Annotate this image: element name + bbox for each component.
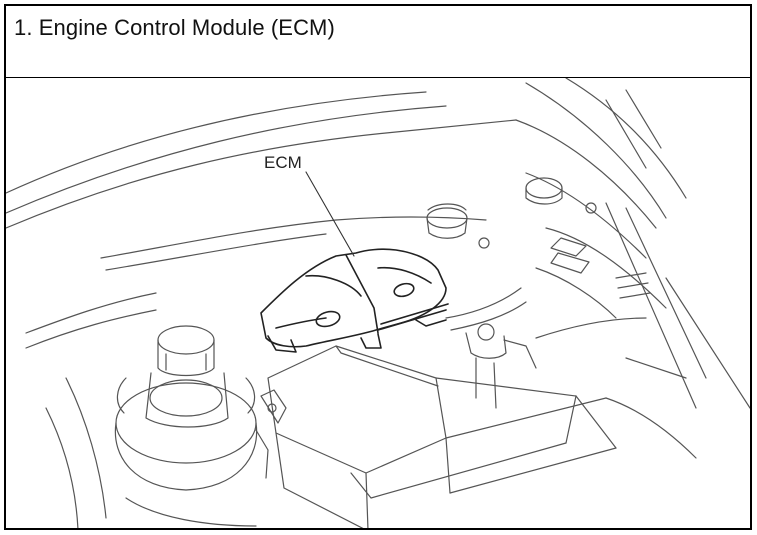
figure-frame: 1. Engine Control Module (ECM) xyxy=(4,4,752,530)
hood-outline xyxy=(6,78,687,229)
cowl-panel xyxy=(25,216,487,349)
brake-reservoir xyxy=(114,325,258,491)
battery-box xyxy=(267,345,617,528)
ecm-callout xyxy=(305,171,355,257)
reservoir-cap xyxy=(426,177,597,249)
intake-hoses xyxy=(445,287,537,409)
section-title: 1. Engine Control Module (ECM) xyxy=(14,15,335,40)
mounting-bracket xyxy=(45,377,287,528)
right-fender xyxy=(525,172,750,459)
engine-bay-drawing: ECM xyxy=(6,78,750,528)
engine-bay-illustration: ECM xyxy=(6,78,750,528)
ecm-callout-label: ECM xyxy=(264,153,302,172)
ecm-unit xyxy=(260,248,449,353)
title-row: 1. Engine Control Module (ECM) xyxy=(6,6,750,78)
right-panel-hatching xyxy=(535,267,651,319)
